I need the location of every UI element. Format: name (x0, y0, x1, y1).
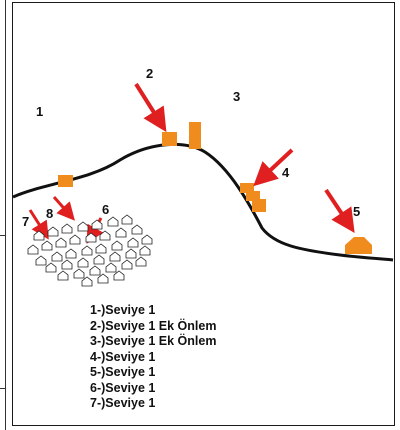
house-outline (95, 243, 107, 254)
house-outline (81, 245, 93, 256)
zone-label-7: 7 (22, 214, 29, 229)
house-outline (111, 240, 123, 251)
zone-label-4: 4 (282, 165, 290, 180)
legend-item-4: 4-)Seviye 1 (90, 349, 156, 364)
house-outline (73, 268, 85, 279)
house-outline (125, 248, 137, 259)
zone-label-3: 3 (233, 89, 240, 104)
building-zone-1 (58, 175, 73, 187)
building-zone-5 (345, 237, 372, 254)
house-outline (81, 276, 93, 287)
house-outline (113, 270, 125, 281)
legend-item-3: 3-)Seviye 1 Ek Önlem (90, 334, 217, 348)
house-outline (109, 251, 121, 262)
house-outline (27, 244, 39, 255)
house-outline (131, 224, 143, 235)
diagram-frame (12, 2, 395, 426)
house-outline (141, 234, 153, 245)
house-outline (89, 265, 101, 276)
building-zone-4 (240, 183, 266, 212)
zone-label-5: 5 (353, 204, 360, 219)
house-outline (47, 226, 59, 237)
left-edge-tick (0, 388, 6, 389)
building-zone-3 (189, 122, 201, 149)
arrow-zone-7 (28, 209, 49, 240)
house-outline (65, 248, 77, 259)
house-outline (33, 230, 45, 241)
house-outline (127, 237, 139, 248)
house-outline (77, 257, 89, 268)
legend-item-1: 1-)Seviye 1 (90, 303, 156, 317)
house-outline (61, 223, 73, 234)
terrain-curve (12, 142, 394, 262)
arrow-zone-5 (324, 188, 355, 233)
house-outline (121, 259, 133, 270)
house-outline (55, 237, 67, 248)
house-outline (135, 256, 147, 267)
house-outline (85, 232, 97, 243)
arrow-zone-2 (134, 82, 167, 133)
house-outline (105, 262, 117, 273)
house-outline (77, 221, 89, 232)
house-outline (35, 255, 47, 266)
legend-item-6: 6-)Seviye 1 (90, 380, 156, 395)
arrow-zone-4 (253, 148, 294, 187)
zone-label-1: 1 (36, 104, 43, 119)
left-edge-line (5, 0, 6, 430)
house-outline (57, 270, 69, 281)
house-outline (115, 227, 127, 238)
zone-label-8: 8 (46, 206, 53, 221)
house-outline (93, 254, 105, 265)
zone-label-2: 2 (146, 66, 153, 81)
house-cluster (27, 214, 153, 287)
house-outline (121, 214, 133, 225)
left-edge-tick (0, 235, 6, 236)
house-outline (139, 245, 151, 256)
zone-label-6: 6 (102, 202, 109, 217)
legend-item-2: 2-)Seviye 1 Ek Önlem (90, 318, 217, 333)
legend-item-7: 7-)Seviye 1 (90, 396, 156, 410)
house-outline (51, 251, 63, 262)
house-outline (99, 230, 111, 241)
house-outline (45, 262, 57, 273)
house-outline (97, 273, 109, 284)
house-outline (61, 259, 73, 270)
legend-item-5: 5-)Seviye 1 (90, 365, 156, 379)
house-outline (107, 216, 119, 227)
house-outline (91, 219, 103, 230)
legend: 1-)Seviye 1 2-)Seviye 1 Ek Önlem 3-)Sevi… (90, 303, 216, 412)
house-outline (41, 240, 53, 251)
house-outline (69, 234, 81, 245)
arrow-zone-8 (52, 196, 75, 221)
building-zone-2 (162, 132, 177, 146)
